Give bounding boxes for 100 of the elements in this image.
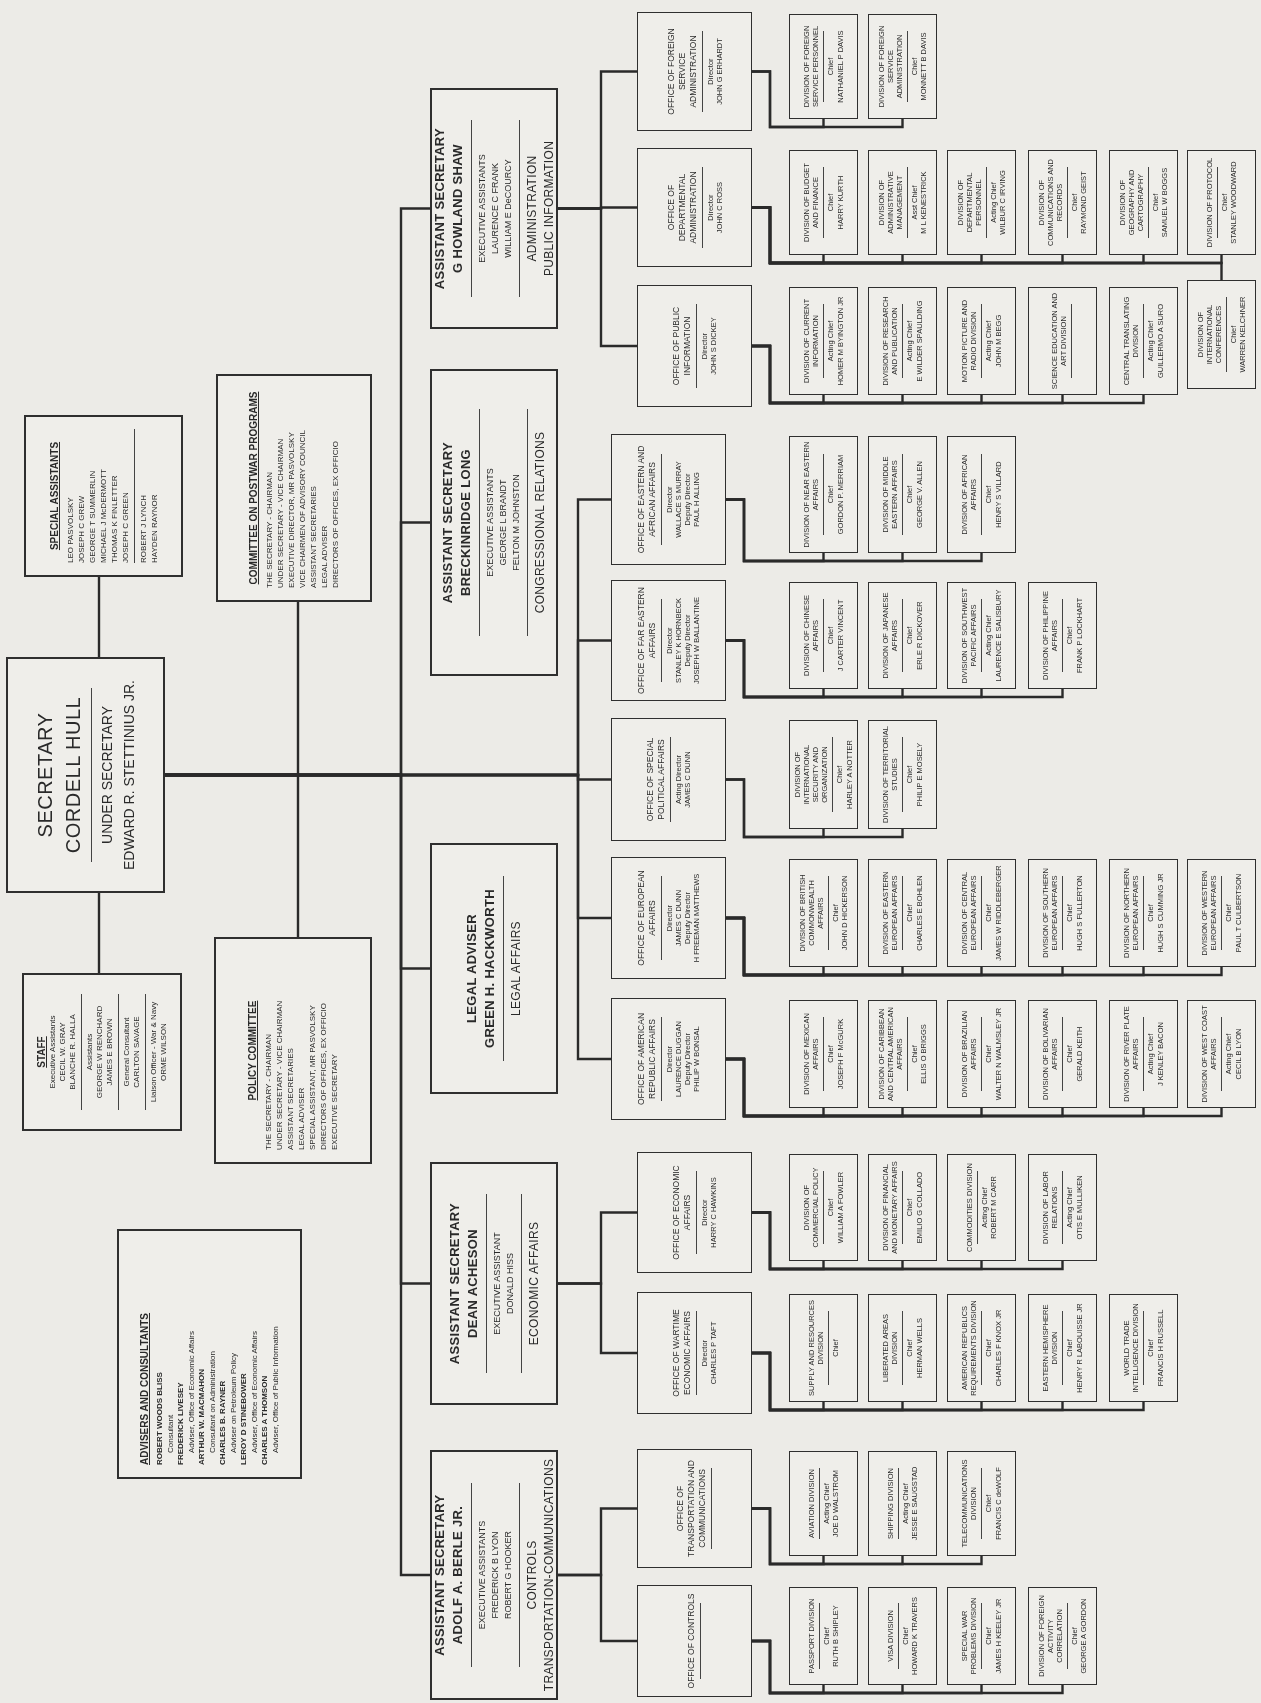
division-box [789,1154,858,1261]
list-item: ASSISTANT SECRETARIES [308,486,319,588]
list-item: SPECIAL ASSISTANT, MR PASVOLSKY [307,1005,318,1150]
list-item: BLANCHE R. HALLA [68,1014,78,1090]
function-label: CONGRESSIONAL RELATIONS [533,431,548,614]
list-item: EXECUTIVE DIRECTOR, MR PASVOLSKY [286,432,297,588]
division-box [868,436,937,553]
office-box [611,998,726,1120]
division-box [789,1451,858,1556]
connector-line [558,1211,637,1285]
person-name: FREDERICK LIVESEY [176,1382,186,1465]
office-box [611,580,726,701]
position-title: EXECUTIVE ASSISTANTS [476,154,488,263]
division-box [1028,582,1097,689]
box-heading: STAFF [35,1036,48,1068]
unit-name: OFFICE OF TRANSPORTATION AND COMMUNICATIONS [674,1459,708,1559]
person-name: ARTHUR W. MACMAHON [197,1369,207,1465]
list-item: CARLTON SAVAGE [132,1016,142,1088]
person-name: LAURENCE C FRANK [489,163,501,254]
list-item: Assistants [85,1033,95,1071]
division-box [1028,1154,1097,1261]
list-item: JOSEPH C GREW [75,495,87,563]
division-box [1109,1000,1178,1108]
office-box [637,12,752,131]
position-title: ASSISTANT SECRETARY [431,1494,448,1656]
box-heading: POLICY COMMITTEE [246,1000,259,1101]
division-box [947,1154,1016,1261]
connector-line [752,70,904,129]
unit-name: OFFICE OF ECONOMIC AFFAIRS [671,1164,693,1262]
position-title: EXECUTIVE ASSISTANT [491,1232,503,1335]
division-box [947,582,1016,689]
function-label: TRANSPORTATION-COMMUNICATIONS [541,1458,557,1692]
position-title: EXECUTIVE ASSISTANTS [485,468,496,577]
list-item: Executive Assistants [48,1015,58,1089]
person-name: DONALD HISS [504,1253,516,1314]
list-item: Consultant [165,1414,176,1455]
connector-line [558,1507,637,1577]
unit-name: OFFICE OF SPECIAL POLITICAL AFFAIRS [645,736,667,824]
office-box [637,1152,752,1273]
person-name: ROBERT G HOOKER [502,1530,514,1620]
connector-line [726,639,1064,699]
list-box [216,374,372,602]
function-label: LEGAL AFFAIRS [509,921,524,1016]
list-box [24,415,183,577]
person-name: EDWARD R. STETTINIUS JR. [120,680,138,871]
position-title: LEGAL ADVISER [464,914,480,1023]
list-box [214,937,372,1164]
position-title: EXECUTIVE ASSISTANTS [476,1520,488,1630]
office-box [611,434,726,565]
list-item: GEORGE W RENCHARD [95,1005,105,1099]
executive-box [430,843,558,1094]
list-box [22,973,182,1131]
function-label: CONTROLS [524,1540,540,1610]
list-item: THE SECRETARY - CHAIRMAN [264,472,275,588]
division-box [947,1587,1016,1685]
connector-line [726,916,1223,977]
division-box [1187,1000,1256,1108]
list-item: Adviser, Office of Economic Affairs [186,1331,197,1455]
executive-box [430,88,558,329]
function-label: PUBLIC INFORMATION [541,140,557,277]
division-box [868,859,937,967]
list-item: DIRECTORS OF OFFICES, EX OFFICIO [330,441,341,588]
division-box [868,287,937,395]
list-item: ASSISTANT SECRETARIES [285,1048,296,1150]
list-item: MICHAEL J McDERMOTT [97,469,109,563]
division-box [1187,150,1256,255]
division-box [1028,1587,1097,1685]
division-box [789,859,858,967]
division-box [947,1294,1016,1402]
connector-line [752,1351,1145,1412]
division-box [1109,150,1178,255]
division-box [868,150,937,255]
office-box [637,285,752,407]
unit-name: OFFICE OF CONTROLS [685,1593,697,1689]
list-item: VICE CHAIRMEN OF ADVISORY COUNCIL [297,430,308,588]
connector-line [726,778,904,839]
list-item: UNDER SECRETARY - VICE CHAIRMAN [275,438,286,588]
position-title: ASSISTANT SECRETARY [440,441,456,604]
connector-line [97,893,101,973]
box-heading: COMMITTEE ON POSTWAR PROGRAMS [247,391,260,585]
unit-name: OFFICE OF FOREIGN SERVICE ADMINISTRATION [665,27,699,117]
division-box [1109,1294,1178,1402]
division-box [789,1294,858,1402]
division-box [868,14,937,119]
list-item: LEGAL ADVISER [296,1087,307,1150]
executive-box [430,1450,558,1700]
connector-line [97,577,101,657]
list-item: JOSEPH C GREEN [119,492,131,563]
division-box [868,582,937,689]
function-label: ECONOMIC AFFAIRS [526,1221,542,1346]
division-box [868,1587,937,1685]
division-box [789,287,858,395]
person-name: CHARLES A THOMSON [260,1375,270,1465]
function-label: ADMINISTRATION [524,155,540,262]
division-box [1028,287,1097,395]
division-box [868,1000,937,1108]
list-item: CECIL W. GRAY [58,1022,68,1082]
division-box [868,1154,937,1261]
connector-line [752,344,1145,405]
division-box [868,720,937,829]
